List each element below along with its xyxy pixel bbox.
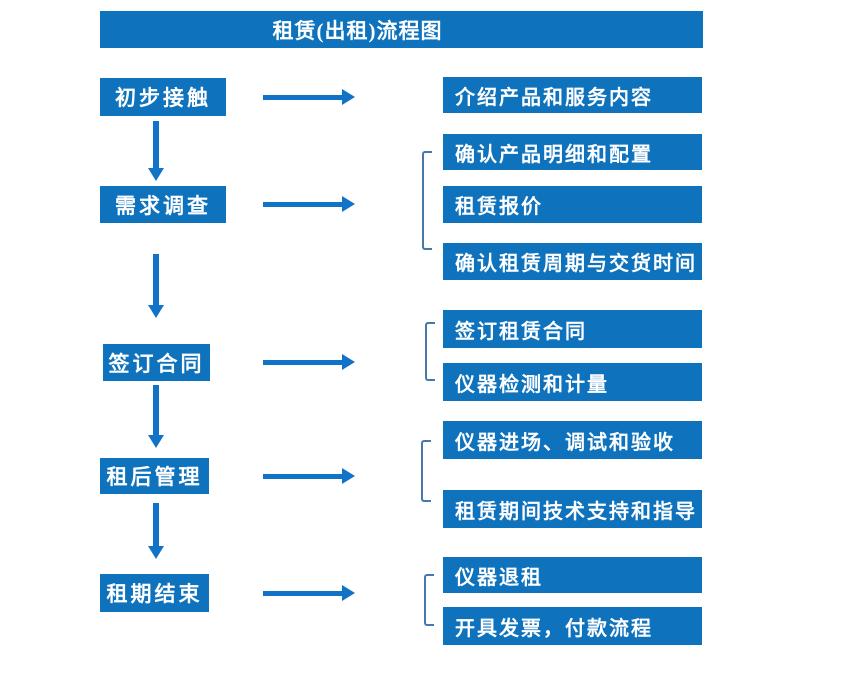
- item-box-confirm-rental-period-delivery: 确认租赁周期与交货时间: [443, 243, 702, 280]
- flowchart-title: 租赁(出租)流程图: [100, 11, 703, 48]
- arrow-shaft: [153, 121, 159, 169]
- arrow-head: [342, 354, 355, 370]
- arrow-shaft: [263, 473, 343, 479]
- item-box-sign-rental-contract: 签订租赁合同: [443, 310, 702, 348]
- arrow-head: [342, 89, 355, 105]
- arrow-right-icon: [263, 354, 355, 370]
- item-box-invoice-payment-process: 开具发票，付款流程: [443, 607, 702, 645]
- item-box-technical-support-guidance: 租赁期间技术支持和指导: [443, 490, 702, 528]
- arrow-shaft: [153, 254, 159, 306]
- arrow-shaft: [263, 201, 343, 207]
- stage-box-lease-end: 租期结束: [100, 574, 209, 612]
- group-bracket-icon: [425, 322, 435, 381]
- arrow-right-icon: [263, 585, 355, 601]
- arrow-shaft: [263, 94, 343, 100]
- stage-box-initial-contact: 初步接触: [100, 78, 226, 116]
- arrow-shaft: [263, 590, 343, 596]
- arrow-head: [148, 435, 164, 448]
- item-box-confirm-product-details: 确认产品明细和配置: [443, 134, 702, 170]
- arrow-head: [148, 546, 164, 559]
- arrow-down-icon: [148, 385, 164, 448]
- group-bracket-icon: [424, 574, 434, 626]
- arrow-shaft: [153, 385, 159, 436]
- arrow-down-icon: [148, 121, 164, 181]
- arrow-head: [342, 468, 355, 484]
- item-box-instrument-testing-metering: 仪器检测和计量: [443, 363, 702, 401]
- arrow-head: [148, 168, 164, 181]
- arrow-head: [148, 305, 164, 318]
- arrow-right-icon: [263, 196, 355, 212]
- item-box-instrument-return: 仪器退租: [443, 557, 702, 593]
- arrow-down-icon: [148, 254, 164, 318]
- arrow-shaft: [153, 503, 159, 547]
- arrow-down-icon: [148, 503, 164, 559]
- arrow-right-icon: [263, 468, 355, 484]
- stage-box-sign-contract: 签订合同: [103, 344, 210, 381]
- group-bracket-icon: [421, 440, 431, 502]
- item-box-introduce-products-services: 介绍产品和服务内容: [443, 77, 702, 113]
- arrow-shaft: [263, 359, 343, 365]
- item-box-instrument-entry-commissioning: 仪器进场、调试和验收: [443, 421, 702, 459]
- group-bracket-icon: [422, 151, 432, 250]
- arrow-right-icon: [263, 89, 355, 105]
- stage-box-demand-survey: 需求调查: [100, 186, 226, 223]
- item-box-rental-quotation: 租赁报价: [443, 186, 702, 223]
- arrow-head: [342, 585, 355, 601]
- stage-box-post-rental-management: 租后管理: [100, 458, 209, 494]
- arrow-head: [342, 196, 355, 212]
